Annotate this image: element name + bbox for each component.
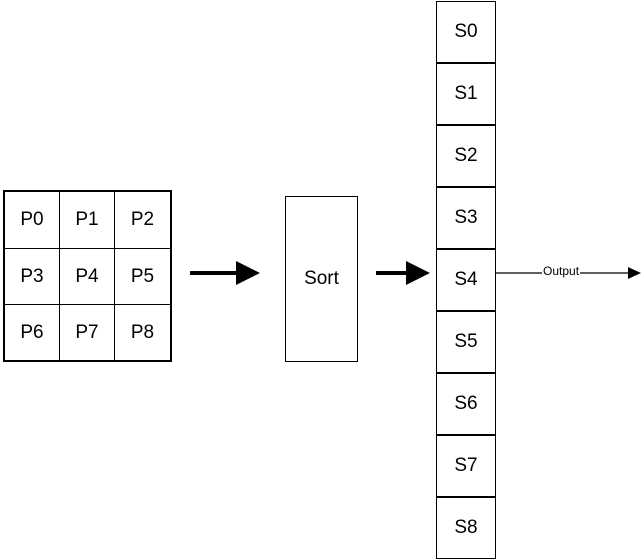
sorted-cell-s7: S7 xyxy=(436,435,496,497)
grid-cell-p5: P5 xyxy=(114,248,171,305)
sort-block: Sort xyxy=(285,196,358,362)
sorted-cell-s3: S3 xyxy=(436,187,496,249)
sort-label: Sort xyxy=(304,268,339,289)
output-arrow-head xyxy=(628,267,641,279)
grid-cell-p2: P2 xyxy=(114,191,171,249)
sorted-cell-s5: S5 xyxy=(436,311,496,373)
sorted-cell-s2: S2 xyxy=(436,125,496,187)
sorted-cell-s4: S4 xyxy=(436,249,496,311)
sorted-cell-s8: S8 xyxy=(436,497,496,559)
sorted-cell-s0: S0 xyxy=(436,1,496,63)
output-label: Output xyxy=(542,264,581,278)
input-pixel-grid: P0 P1 P2 P3 P4 P5 P6 P7 P8 xyxy=(3,190,172,362)
grid-cell-p8: P8 xyxy=(114,304,171,361)
sorted-cell-s1: S1 xyxy=(436,63,496,125)
sorted-cell-s6: S6 xyxy=(436,373,496,435)
